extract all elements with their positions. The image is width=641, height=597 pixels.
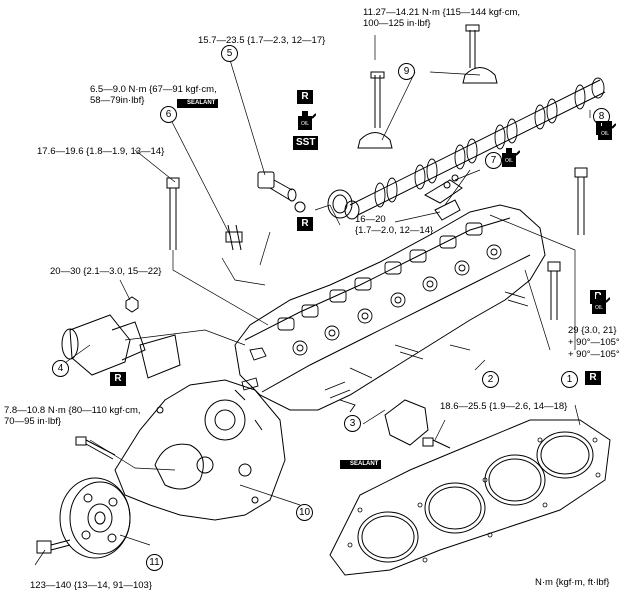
replace-badge-cap: R [297, 90, 313, 104]
head-bolt-torque-line2: + 90°—105° [568, 337, 620, 348]
plug-torque-line1: 6.5—9.0 N·m {67—91 kgf·cm, [90, 84, 217, 95]
replace-badge-gasket-outlet: R [110, 372, 126, 386]
oil-can-icon: OIL [298, 111, 316, 130]
stud-bolt [166, 177, 180, 250]
blank-plate [384, 399, 429, 446]
callout-5: 5 [221, 45, 238, 62]
sealant-badge-plate: SEALANT [340, 460, 382, 469]
callout-1: 1 [561, 371, 578, 388]
oil-can-icon: OIL [598, 121, 616, 140]
cover-bolt [75, 436, 116, 460]
replace-badge-washer: R [297, 217, 313, 231]
camshaft-pulley [59, 477, 131, 559]
cover-bolt-torque-line2: 70—95 in·lbf} [4, 416, 62, 427]
camshaft-oil-seal [327, 189, 353, 219]
oil-can-icon: OIL [592, 295, 610, 314]
plate-bolt-torque: 18.6—25.5 {1.9—2.6, 14—18} [440, 401, 568, 412]
cover-bolt-torque-line1: 7.8—10.8 N·m {80—110 kgf·cm, [4, 405, 141, 416]
sensor [257, 171, 297, 202]
cam-cap-torque-line1: 11.27—14.21 N·m {115—144 kgf·cm, [363, 7, 521, 18]
units-legend: N·m {kgf·m, ft·lbf} [535, 577, 610, 588]
oil-can-label: OIL [595, 305, 603, 311]
oil-can-icon: OIL [502, 148, 520, 167]
sensor-washer [294, 201, 306, 213]
pulley-bolt [36, 539, 71, 554]
oil-can-label: OIL [601, 131, 609, 137]
callout-10: 10 [296, 504, 313, 521]
plug-torque-line2: 58—79in·lbf} [90, 95, 145, 106]
cam-cap-torque-line2: 100—125 in·lbf} [363, 18, 431, 29]
pulley-bolt-torque: 123—140 {13—14, 91—103} [30, 580, 153, 591]
callout-7: 7 [485, 152, 502, 169]
plug [225, 224, 243, 251]
cylinder-head [234, 204, 546, 413]
callout-11: 11 [146, 554, 163, 571]
sealant-badge-plug: SEALANT [177, 99, 219, 108]
sst-badge: SST [293, 136, 319, 150]
oil-can-label: OIL [301, 121, 309, 127]
callout-3: 3 [344, 415, 361, 432]
head-bolt-torque-line3: + 90°—105° [568, 349, 620, 360]
camshaft-caps [357, 24, 498, 149]
callout-4: 4 [52, 360, 69, 377]
rocker-torque-line1: 16—20 [355, 214, 386, 225]
cylinder-head-bolts [547, 167, 588, 320]
outlet-nut-torque: 20—30 {2.1—3.0, 15—22} [50, 266, 162, 277]
outlet-nut [125, 296, 139, 313]
water-outlet [61, 314, 181, 379]
rocker-torque-line2: {1.7—2.0, 12—14} [355, 225, 434, 236]
cylinder-head-gasket [329, 419, 611, 576]
oil-can-label: OIL [505, 158, 513, 164]
sensor-torque: 15.7—23.5 {1.7—2.3, 12—17} [198, 35, 326, 46]
callout-9: 9 [398, 63, 415, 80]
timing-belt-cover [114, 379, 286, 521]
callout-6: 6 [160, 106, 177, 123]
replace-badge-head-gasket: R [585, 371, 601, 385]
plate-bolt [422, 437, 451, 449]
stud-torque: 17.6—19.6 {1.8—1.9, 13—14} [37, 146, 165, 157]
head-bolt-torque-line1: 29 {3.0, 21} [568, 325, 617, 336]
rocker-arms [423, 174, 463, 221]
callout-2: 2 [482, 371, 499, 388]
